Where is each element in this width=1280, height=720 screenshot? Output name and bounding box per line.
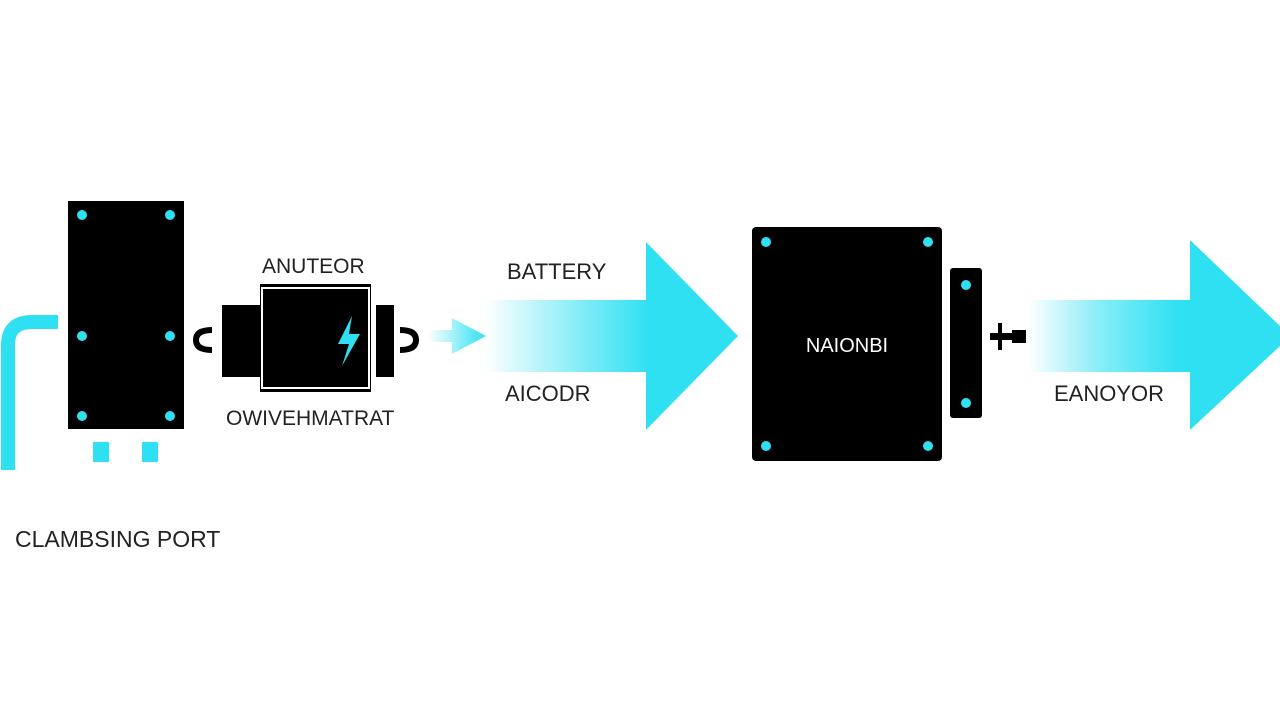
- charging-port-block: [68, 201, 184, 462]
- middle-unit-label: NAIONBI: [806, 335, 888, 357]
- converter-bottom-label: OWIVEHMATRAT: [226, 407, 395, 430]
- output-connector: [990, 323, 1026, 350]
- port-dot: [77, 210, 87, 220]
- lightning-bolt-icon: [338, 316, 360, 366]
- charging-port-label: CLAMBSING PORT: [15, 526, 220, 552]
- unit-dot: [923, 237, 933, 247]
- port-dot: [165, 331, 175, 341]
- port-dot: [77, 331, 87, 341]
- unit-dot: [761, 441, 771, 451]
- module-dot: [961, 280, 971, 290]
- arrow1-bottom-label: AICODR: [505, 381, 591, 406]
- flow-arrow-1: [485, 242, 738, 430]
- unit-dot: [923, 441, 933, 451]
- side-module: [950, 268, 982, 418]
- arrow2-bottom-label: EANOYOR: [1054, 381, 1164, 406]
- port-leg: [93, 442, 109, 462]
- module-dot: [961, 398, 971, 408]
- charging-cable: [0, 315, 58, 470]
- port-dot: [165, 411, 175, 421]
- converter-block: [222, 284, 394, 392]
- middle-unit-block: NAIONBI: [752, 227, 942, 461]
- port-leg: [142, 442, 158, 462]
- port-dot: [77, 411, 87, 421]
- unit-dot: [761, 237, 771, 247]
- connector-clip: [192, 327, 213, 353]
- connector-clip: [399, 327, 420, 353]
- converter-top-label: ANUTEOR: [262, 255, 365, 278]
- port-dot: [165, 210, 175, 220]
- small-flow-arrow: [428, 318, 486, 354]
- flow-arrow-2: [1028, 240, 1280, 430]
- arrow1-top-label: BATTERY: [507, 259, 607, 284]
